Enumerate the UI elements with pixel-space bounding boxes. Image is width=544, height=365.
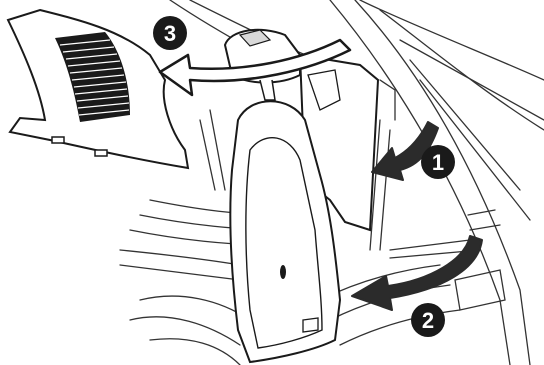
step-badge-2: 2 xyxy=(411,303,445,337)
step-badge-3: 3 xyxy=(153,16,187,50)
step-number: 3 xyxy=(164,21,176,46)
step-badge-1: 1 xyxy=(421,145,455,179)
step-number: 1 xyxy=(432,150,444,175)
step-number: 2 xyxy=(422,308,434,333)
